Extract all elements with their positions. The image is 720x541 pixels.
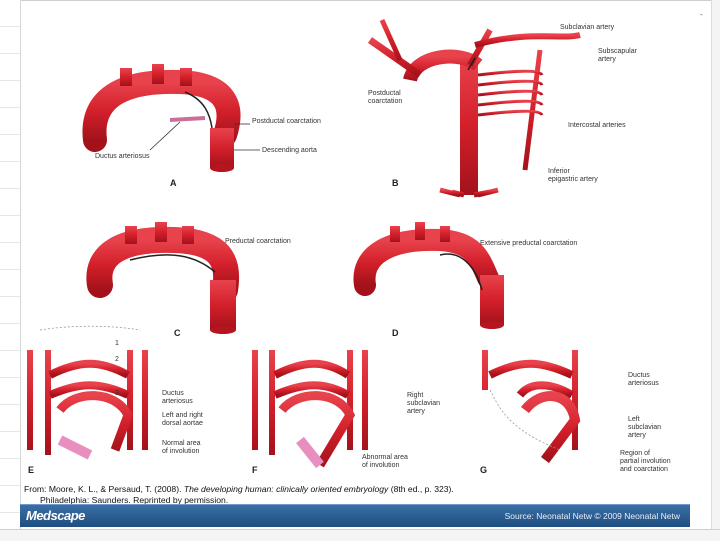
- label-b-subscapular: Subscapular artery: [598, 48, 637, 64]
- label-e-num3: 3: [115, 390, 119, 398]
- medscape-logo: Medscape: [26, 508, 85, 523]
- panel-g-drawing: [485, 350, 575, 460]
- panel-e-letter: E: [28, 465, 34, 475]
- panel-b-letter: B: [392, 178, 399, 188]
- label-g-ductus: Ductus arteriosus: [628, 372, 659, 388]
- footer-bar: Medscape Source: Neonatal Netw © 2009 Ne…: [20, 504, 690, 527]
- panel-a-descending-aorta: [210, 128, 234, 168]
- corner-mark: -: [700, 10, 703, 19]
- label-d-extensive: Extensive preductal coarctation: [480, 240, 577, 248]
- label-b-intercostal: Intercostal arteries: [568, 122, 626, 130]
- slide-border-right: [711, 0, 720, 540]
- label-b-epigastric: Inferior epigastric artery: [548, 168, 598, 184]
- panel-g-letter: G: [480, 465, 487, 475]
- label-e-normal: Normal area of involution: [162, 440, 201, 456]
- label-e-num2: 2: [115, 356, 119, 364]
- label-b-subclavian: Subclavian artery: [560, 24, 614, 32]
- panel-f-letter: F: [252, 465, 258, 475]
- label-a-descending: Descending aorta: [262, 147, 317, 155]
- label-c-preductal: Preductal coarctation: [225, 238, 291, 246]
- label-e-dorsal: Left and right dorsal aortae: [162, 412, 203, 428]
- label-g-right-subclavian: Right subclavian artery: [407, 392, 440, 416]
- slide-border-top: [0, 0, 720, 1]
- panel-d-letter: D: [392, 328, 399, 338]
- citation-title: The developing human: clinically oriente…: [184, 484, 388, 494]
- footer-source: Source: Neonatal Netw © 2009 Neonatal Ne…: [505, 511, 680, 521]
- panel-a-letter: A: [170, 178, 177, 188]
- label-f-abnormal: Abnormal area of involution: [362, 454, 408, 470]
- panel-c-drawing: [99, 222, 236, 334]
- label-g-left-subclavian: Left subclavian artery: [628, 416, 661, 440]
- citation: From: Moore, K. L., & Persaud, T. (2008)…: [24, 484, 684, 506]
- citation-suffix: (8th ed., p. 323).: [388, 484, 453, 494]
- label-e-num1: 1: [115, 340, 119, 348]
- label-a-postductal: Postductal coarctation: [252, 118, 321, 126]
- slide-border-bottom: [0, 529, 720, 541]
- panel-e-drawing: [30, 326, 145, 455]
- panel-d-drawing: [364, 222, 504, 329]
- label-a-ductus: Ductus arteriosus: [95, 153, 149, 161]
- label-b-postductal: Postductal coarctation: [368, 90, 402, 106]
- coarctation-figure: A B C D E F G Postductal coarctation Duc…: [20, 10, 690, 482]
- figure-illustration: [20, 10, 690, 482]
- panel-f-drawing: [255, 350, 365, 465]
- panel-c-letter: C: [174, 328, 181, 338]
- label-g-region: Region of partial involution and coarcta…: [620, 450, 671, 474]
- label-e-ductus: Ductus arteriosus: [162, 390, 193, 406]
- citation-prefix: From: Moore, K. L., & Persaud, T. (2008)…: [24, 484, 184, 494]
- slide-border-left: [0, 0, 21, 540]
